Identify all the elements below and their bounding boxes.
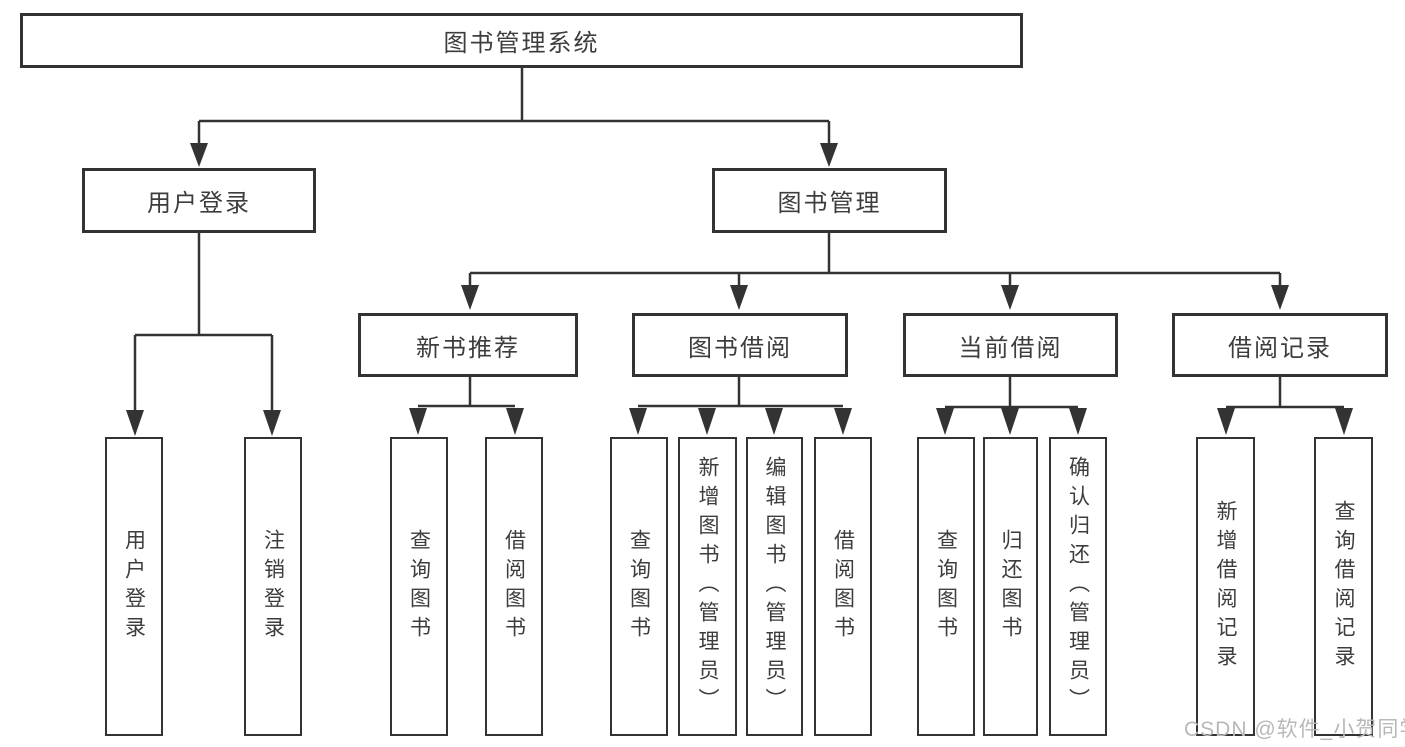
- arrow-down-icon: [629, 408, 647, 435]
- leaf-label: 查询图书: [934, 528, 958, 645]
- node-label: 图书管理: [777, 190, 882, 217]
- arrow-down-icon: [834, 408, 852, 435]
- node-book-management: 图书管理: [712, 168, 947, 233]
- arrow-down-icon: [263, 410, 281, 436]
- arrow-down-icon: [820, 143, 838, 167]
- node-new-book-recommend: 新书推荐: [358, 313, 578, 377]
- leaf-query-books-borrow: 查询图书: [610, 437, 668, 736]
- arrow-down-icon: [190, 143, 208, 167]
- leaf-query-books-current: 查询图书: [917, 437, 975, 736]
- connector-bookmgmt-to-level3: [461, 232, 1289, 310]
- leaf-borrow-books: 借阅图书: [814, 437, 872, 736]
- arrow-down-icon: [409, 408, 427, 435]
- leaf-label: 确认归还（管理员）: [1066, 456, 1090, 717]
- leaf-confirm-return-admin: 确认归还（管理员）: [1049, 437, 1107, 736]
- leaf-label: 查询借阅记录: [1332, 499, 1355, 674]
- arrow-down-icon: [1001, 408, 1019, 435]
- leaf-user-login: 用户登录: [105, 437, 163, 736]
- leaf-label: 查询图书: [407, 528, 431, 645]
- leaf-label: 新增图书（管理员）: [696, 456, 719, 717]
- leaf-label: 归还图书: [999, 528, 1022, 645]
- leaf-add-book-admin: 新增图书（管理员）: [678, 437, 737, 736]
- leaf-query-borrow-record: 查询借阅记录: [1314, 437, 1373, 736]
- node-label: 用户登录: [147, 190, 251, 217]
- connector-root-to-level2: [190, 68, 838, 167]
- arrow-down-icon: [1217, 408, 1235, 435]
- arrow-down-icon: [1069, 408, 1087, 435]
- leaf-label: 新增借阅记录: [1214, 499, 1237, 674]
- node-label: 借阅记录: [1228, 334, 1332, 362]
- arrow-down-icon: [1335, 408, 1353, 435]
- leaf-label: 用户登录: [122, 528, 146, 645]
- node-library-management-system: 图书管理系统: [20, 13, 1023, 68]
- node-user-login: 用户登录: [82, 168, 316, 233]
- connector-newbook-to-leaves: [409, 377, 524, 435]
- connector-borrowrecord-to-leaves: [1217, 377, 1353, 435]
- leaf-label: 注销登录: [261, 528, 285, 645]
- node-label: 图书借阅: [688, 334, 792, 362]
- leaf-edit-book-admin: 编辑图书（管理员）: [746, 437, 803, 736]
- leaf-borrow-books-recommend: 借阅图书: [485, 437, 543, 736]
- node-book-borrow: 图书借阅: [632, 313, 848, 377]
- arrow-down-icon: [698, 408, 716, 435]
- leaf-label: 编辑图书（管理员）: [763, 456, 786, 717]
- arrow-down-icon: [730, 285, 748, 310]
- arrow-down-icon: [1001, 285, 1019, 310]
- leaf-logout: 注销登录: [244, 437, 302, 736]
- arrow-down-icon: [1271, 285, 1289, 310]
- arrow-down-icon: [126, 410, 144, 436]
- leaf-label: 查询图书: [627, 528, 651, 645]
- arrow-down-icon: [506, 408, 524, 435]
- leaf-query-books-recommend: 查询图书: [390, 437, 448, 736]
- watermark: CSDN @软件_小贺同学: [1184, 718, 1405, 741]
- connector-currentborrow-to-leaves: [936, 377, 1087, 435]
- node-label: 当前借阅: [958, 334, 1063, 362]
- leaf-return-book: 归还图书: [983, 437, 1038, 736]
- node-label: 图书管理系统: [443, 30, 600, 57]
- arrow-down-icon: [765, 408, 783, 435]
- arrow-down-icon: [461, 285, 479, 310]
- connector-userlogin-to-leaves: [126, 232, 281, 436]
- node-current-borrow: 当前借阅: [903, 313, 1118, 377]
- connector-bookborrow-to-leaves: [629, 377, 852, 435]
- node-label: 新书推荐: [416, 334, 520, 362]
- leaf-label: 借阅图书: [502, 528, 526, 645]
- leaf-label: 借阅图书: [831, 528, 855, 645]
- leaf-add-borrow-record: 新增借阅记录: [1196, 437, 1255, 736]
- node-borrow-records: 借阅记录: [1172, 313, 1388, 377]
- arrow-down-icon: [936, 408, 954, 435]
